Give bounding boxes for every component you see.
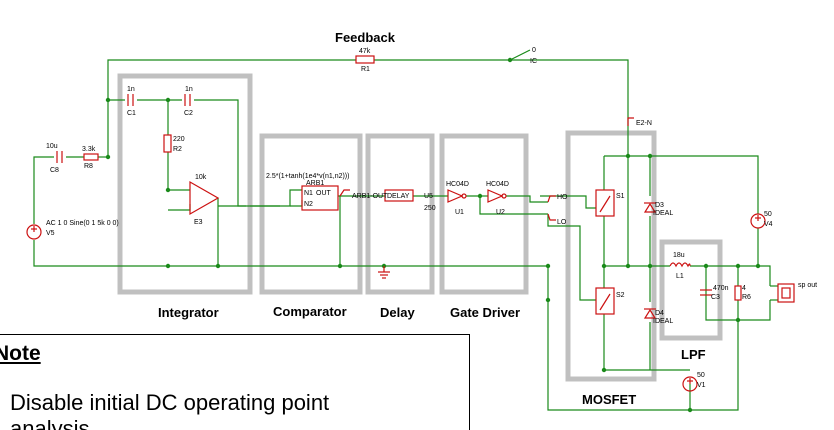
r8-value: 3.3k <box>82 146 96 153</box>
lo-net: LO <box>557 219 567 226</box>
u1-inverter <box>447 189 467 203</box>
delay-block <box>365 133 435 295</box>
arb1-expression: 2.5*(1+tanh(1e4*v(n1,n2))) <box>266 173 349 180</box>
c8-capacitor <box>56 151 63 163</box>
e3-opamp <box>189 180 220 216</box>
c2-capacitor <box>184 94 191 106</box>
comparator-label: Comparator <box>273 304 347 319</box>
arb1-pin-n2: N2 <box>304 201 313 208</box>
arb1-name: ARB1 <box>306 180 324 187</box>
e3-name: E3 <box>194 219 203 226</box>
net-flags <box>339 117 634 221</box>
lpf-label: LPF <box>681 347 706 362</box>
r6-name: R6 <box>742 294 751 301</box>
r8-resistor <box>83 153 99 161</box>
d4-name: D4 <box>655 310 664 317</box>
u1-type: HC04D <box>446 181 469 188</box>
r2-resistor <box>163 134 172 153</box>
v5-spec: AC 1 0 Sine(0 1 5k 0 0) <box>46 220 119 227</box>
u2-name: U2 <box>496 209 505 216</box>
e3-gain: 10k <box>195 174 207 181</box>
lpf-block <box>659 239 723 341</box>
r1-value: 47k <box>359 48 371 55</box>
u5-value: 250 <box>424 205 436 212</box>
d4-diode <box>643 308 657 319</box>
r8-name: R8 <box>84 163 93 170</box>
s1-name: S1 <box>616 193 625 200</box>
r1-name: R1 <box>361 66 370 73</box>
v5-name: V5 <box>46 230 55 237</box>
arb1-net: ARB1-OUT <box>352 193 388 200</box>
v1-source <box>682 376 698 392</box>
u1-name: U1 <box>455 209 464 216</box>
delay-element-label: DELAY <box>387 193 410 200</box>
c3-capacitor <box>700 289 712 296</box>
l1-value: 18u <box>673 252 685 259</box>
ho-net: HO <box>557 194 568 201</box>
integrator-block <box>117 73 253 295</box>
note-box <box>0 334 470 430</box>
l1-name: L1 <box>676 273 684 280</box>
note-line-2: analysis <box>10 416 90 430</box>
note-title: Note <box>0 342 41 365</box>
u2-type: HC04D <box>486 181 509 188</box>
c1-name: C1 <box>127 110 136 117</box>
ground-icon <box>378 266 390 279</box>
s1-switch <box>595 189 615 217</box>
d4-model: IDEAL <box>653 318 673 325</box>
r1-resistor <box>355 55 375 64</box>
c2-name: C2 <box>184 110 193 117</box>
r6-resistor <box>734 285 742 301</box>
c8-name: C8 <box>50 167 59 174</box>
u5-name: U5 <box>424 193 433 200</box>
note-line-1: Disable initial DC operating point <box>10 390 330 415</box>
v4-name: V4 <box>764 221 773 228</box>
note-text: Disable initial DC operating point analy… <box>10 390 329 430</box>
mosfet-label: MOSFET <box>582 392 636 407</box>
comparator-block <box>259 133 363 295</box>
mosfet-block <box>565 130 657 382</box>
r2-value: 220 <box>173 136 185 143</box>
arb1-pin-out: OUT <box>316 190 332 197</box>
c3-value: 470n <box>713 285 729 292</box>
junction-dots <box>105 57 761 413</box>
ic-name: IC <box>530 58 537 65</box>
arb1-block <box>301 185 339 211</box>
e2n-net: E2-N <box>636 120 652 127</box>
s2-name: S2 <box>616 292 625 299</box>
v1-value: 50 <box>697 372 705 379</box>
c3-name: C3 <box>711 294 720 301</box>
wires <box>33 49 778 411</box>
v4-value: 50 <box>764 211 772 218</box>
u2-inverter <box>487 189 507 203</box>
v1-name: V1 <box>697 382 706 389</box>
r2-name: R2 <box>173 146 182 153</box>
c1-capacitor <box>127 94 134 106</box>
feedback-label: Feedback <box>335 30 396 45</box>
integrator-label: Integrator <box>158 305 219 320</box>
c2-value: 1n <box>185 86 193 93</box>
gate-driver-label: Gate Driver <box>450 305 520 320</box>
v5-source <box>26 224 42 240</box>
arb1-pin-n1: N1 <box>304 190 313 197</box>
sp-out-label: sp out <box>798 282 817 289</box>
v4-source <box>750 213 766 229</box>
d3-name: D3 <box>655 202 664 209</box>
r6-value: 4 <box>742 285 746 292</box>
l1-inductor <box>669 262 691 268</box>
delay-element <box>384 189 414 202</box>
sp-out-probe <box>777 283 795 303</box>
s2-switch <box>595 287 615 315</box>
d3-diode <box>643 202 657 213</box>
ic-node: 0 <box>532 47 536 54</box>
delay-label: Delay <box>380 305 415 320</box>
d3-model: IDEAL <box>653 210 673 217</box>
c8-value: 10u <box>46 143 58 150</box>
c1-value: 1n <box>127 86 135 93</box>
